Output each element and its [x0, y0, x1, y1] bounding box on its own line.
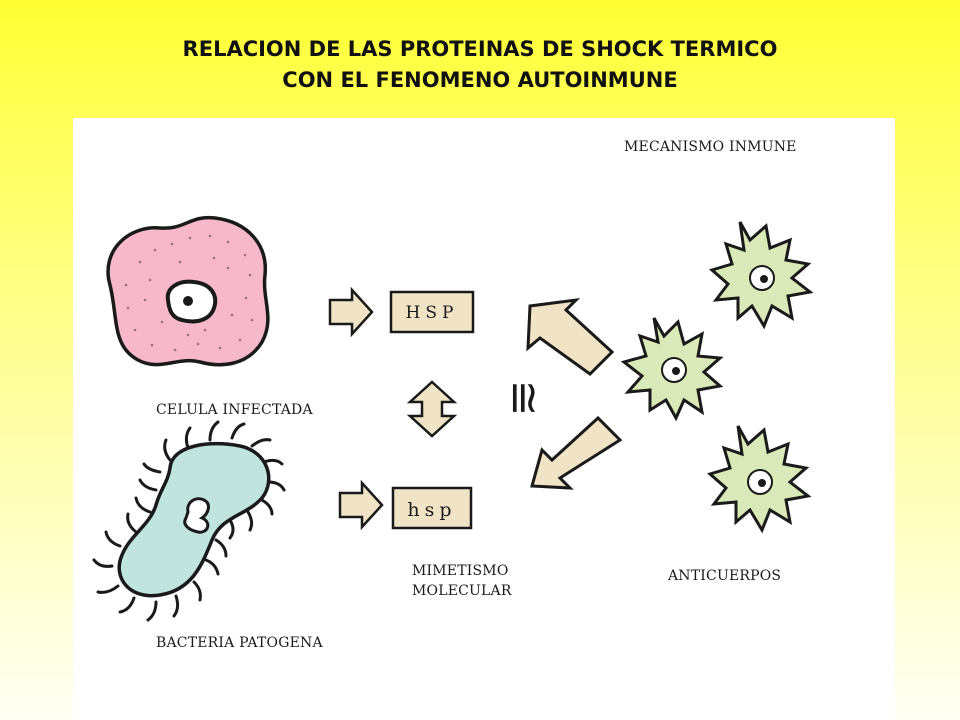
hsp-box-lower: [391, 486, 473, 530]
infected-cell: [106, 215, 270, 367]
arrow-right-lower: [338, 479, 384, 531]
pathogenic-bacteria: [92, 420, 286, 622]
arrow-antibody-to-hsp: [526, 297, 615, 376]
antibody-top: [708, 221, 814, 330]
hsp-lower-label: hsp: [407, 499, 456, 521]
mimicry-label-line-1: MIMETISMO: [412, 563, 509, 579]
mimicry-label-line-2: MOLECULAR: [412, 583, 512, 599]
arrow-antibody-to-hsp-lower: [530, 415, 623, 490]
mechanism-label: MECANISMO INMUNE: [624, 139, 797, 155]
page-title: RELACION DE LAS PROTEINAS DE SHOCK TERMI…: [0, 34, 960, 96]
double-arrow-vertical: [406, 380, 458, 438]
similarity-symbol: ≅: [498, 380, 549, 417]
bacteria-label: BACTERIA PATOGENA: [156, 635, 323, 651]
arrow-right-upper: [328, 286, 374, 338]
antibody-bottom: [706, 425, 812, 534]
title-line-2: CON EL FENOMENO AUTOINMUNE: [282, 68, 678, 92]
title-line-1: RELACION DE LAS PROTEINAS DE SHOCK TERMI…: [182, 37, 778, 61]
hsp-upper-label: HSP: [406, 303, 459, 323]
antibody-middle: [620, 317, 724, 422]
infected-cell-label: CELULA INFECTADA: [156, 402, 313, 418]
antibodies-label: ANTICUERPOS: [668, 568, 782, 584]
hsp-box-upper: [389, 290, 475, 334]
